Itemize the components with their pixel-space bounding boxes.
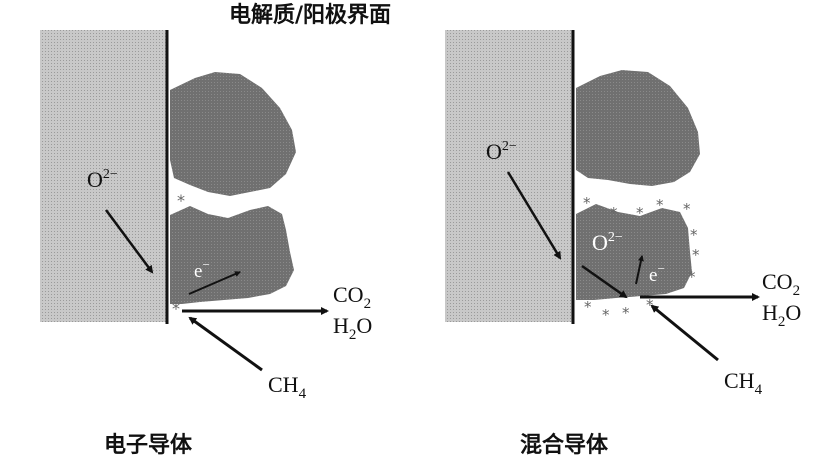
electron-label: e− [649,261,665,286]
oxygen-ion-arrow [506,171,562,260]
panel-mixed-conductor: * * * * * * * * * * * * * O2− O2− e− [445,30,801,458]
oxygen-ion-label: O2− [87,167,118,192]
electrolyte-block [40,30,166,322]
active-site-star: * [656,196,664,214]
h2o-label: H2O [333,313,372,343]
co2-label: CO2 [333,282,371,312]
active-site-star: * [584,298,592,316]
active-site-star: * [602,306,610,324]
active-site-star: * [688,268,696,286]
active-sites: * * * * * * * * * * * * * [583,194,700,324]
electron-arrow [188,271,241,295]
oxygen-ion-arrow [104,209,154,274]
active-site-star: * [646,296,654,314]
electrolyte-block [445,30,572,322]
co2-label: CO2 [762,269,800,299]
active-site-star: * [690,226,698,244]
panel-caption: 电子导体 [104,433,193,458]
active-site-star: * [614,230,622,248]
active-site-star: * [610,204,618,222]
active-site-star: * [683,200,691,218]
h2o-label: H2O [762,300,801,330]
active-site-star: * [636,204,644,222]
active-site-star: * [622,304,630,322]
oxygen-ion-label: O2− [486,139,517,164]
active-site-star: * [692,246,700,264]
oxygen-ion-inner-arrow [581,264,628,299]
methane-arrow [650,304,719,362]
ch4-label: CH4 [268,372,307,402]
anode-particle-upper [576,70,700,186]
electron-label: e− [194,257,210,282]
anode-particle-lower [170,206,294,304]
anode-particle-upper [170,72,296,196]
active-site-star: * [583,194,591,212]
diagram-title: 电解质/阳极界面 [229,2,391,28]
electron-arrow [635,255,644,285]
anode-particle-lower [576,204,692,300]
oxygen-ion-inner-label: O2− [592,230,623,255]
methane-arrow [188,316,263,372]
panel-electronic-conductor: * * O2− e− CO2 H2O CH4 电子导体 [40,30,372,458]
ch4-label: CH4 [724,368,763,398]
active-site-star: * [172,299,180,318]
panel-caption: 混合导体 [520,432,609,458]
active-site-star: * [177,191,185,210]
